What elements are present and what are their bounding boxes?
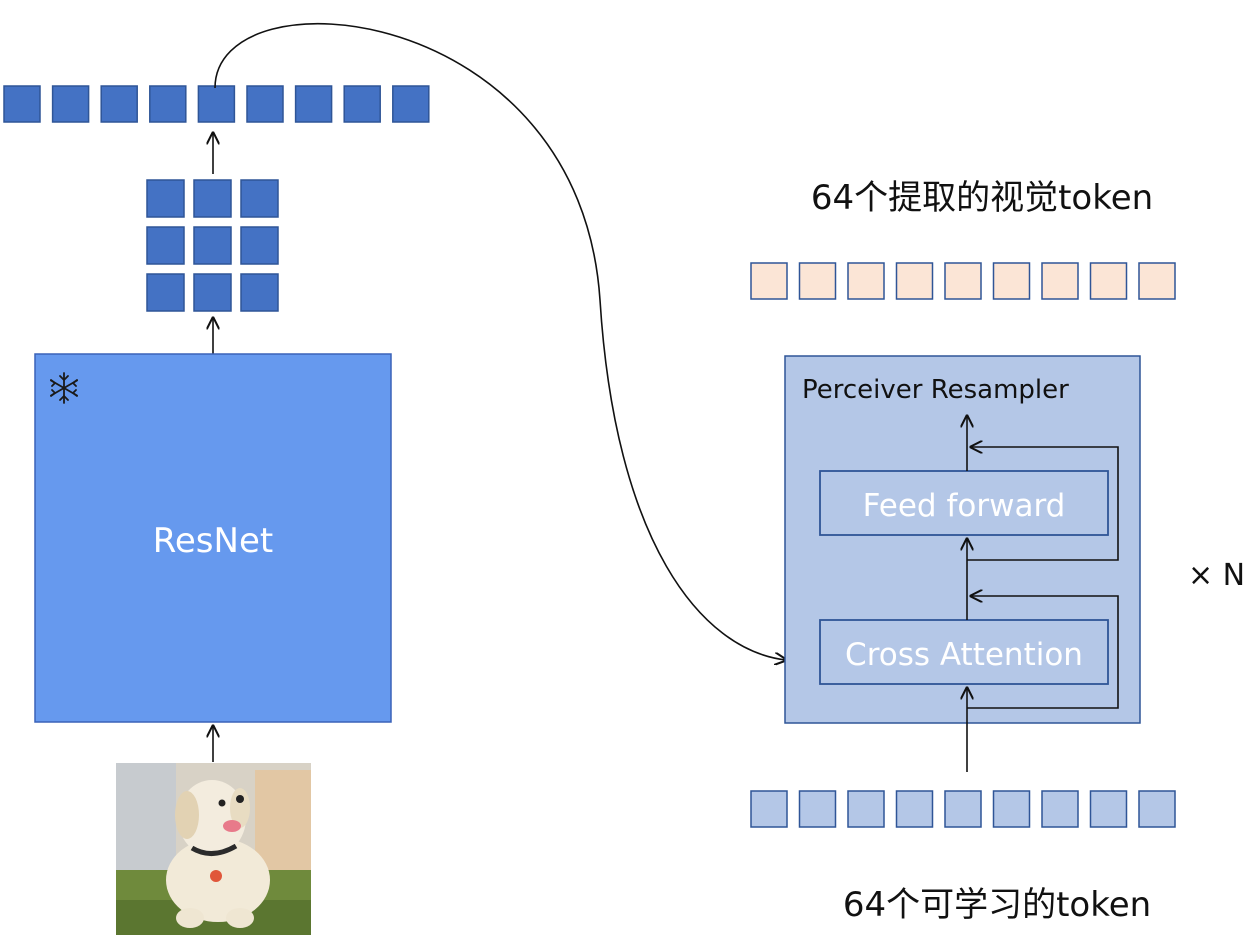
flattened-token [392, 85, 430, 123]
learnable-token [750, 790, 788, 828]
feature-cell [240, 273, 279, 312]
cross-attention-block [819, 619, 1109, 685]
residual-cross-attention [967, 596, 1119, 709]
feature-cell [193, 226, 232, 265]
extracted-token [1089, 262, 1128, 300]
feature-cell [146, 226, 185, 265]
feature-cell [240, 179, 279, 218]
feature-cell [193, 273, 232, 312]
feature-cell [240, 226, 279, 265]
learnable-token [847, 790, 885, 828]
learnable-token [895, 790, 934, 828]
learnable-tokens-label: 64个可学习的token [843, 885, 1151, 925]
repeat-n-label: × N [1188, 558, 1245, 593]
flattened-token [343, 85, 381, 123]
extracted-token [992, 262, 1031, 300]
flattened-token [246, 85, 284, 123]
feed-forward-label: Feed forward [863, 488, 1066, 524]
perceiver-connections [967, 416, 1119, 772]
input-image [116, 763, 311, 935]
learnable-token [798, 790, 837, 828]
flattened-token-row [3, 85, 430, 123]
flattened-token [294, 85, 333, 123]
resnet-label: ResNet [153, 521, 273, 561]
flattened-token [100, 85, 138, 123]
extracted-token [944, 262, 982, 300]
residual-feed-forward [967, 447, 1119, 561]
extracted-token [1138, 262, 1176, 300]
feature-cell [146, 273, 185, 312]
learnable-token [992, 790, 1031, 828]
flattened-token [51, 85, 90, 123]
flattened-token [149, 85, 187, 123]
extracted-token [1041, 262, 1079, 300]
extracted-tokens-label: 64个提取的视觉token [811, 178, 1153, 218]
perceiver-title: Perceiver Resampler [802, 375, 1069, 405]
resnet-block [34, 353, 392, 723]
learnable-token-row [750, 790, 1176, 828]
flattened-token [197, 85, 236, 123]
learnable-token [1089, 790, 1128, 828]
flattened-token [3, 85, 41, 123]
feature-cell [193, 179, 232, 218]
learnable-token [944, 790, 982, 828]
extracted-token-row [750, 262, 1176, 300]
feature-grid [146, 179, 279, 312]
extracted-token [798, 262, 837, 300]
arrow-visual-features-to-cross-attention [214, 22, 786, 660]
extracted-token [750, 262, 788, 300]
cross-attention-label: Cross Attention [845, 637, 1083, 673]
learnable-token [1138, 790, 1176, 828]
learnable-token [1041, 790, 1079, 828]
extracted-token [847, 262, 885, 300]
feed-forward-block [819, 470, 1109, 536]
extracted-token [895, 262, 934, 300]
snowflake-icon [50, 372, 78, 404]
feature-cell [146, 179, 185, 218]
